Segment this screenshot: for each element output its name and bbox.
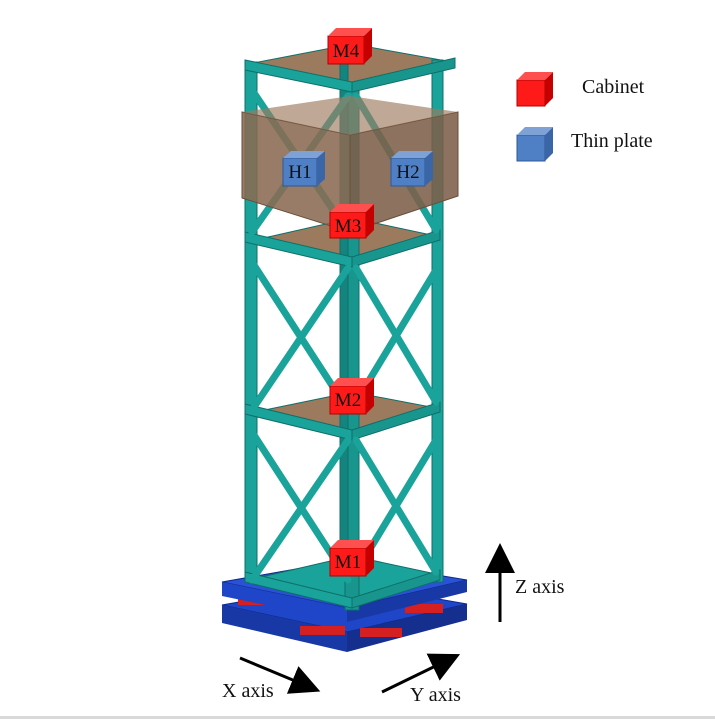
cabinet-label-m2: M2	[335, 390, 361, 411]
bottom-divider	[0, 716, 715, 719]
cabinet-m2: M2	[329, 378, 374, 415]
cabinet-m1: M1	[329, 540, 374, 577]
frame-beam	[351, 57, 456, 93]
thin-plate-h1: H1	[282, 151, 325, 187]
x-axis-arrow	[239, 656, 321, 694]
frame-beam	[351, 229, 441, 268]
cabinet-m3: M3	[329, 204, 374, 239]
isolator-bearing	[300, 626, 345, 635]
base-plate-upper-side-right	[347, 580, 467, 622]
cabinet-label-m3: M3	[335, 216, 361, 237]
y-axis-label: Y axis	[410, 684, 461, 706]
frame-beam	[351, 569, 441, 609]
frame-column	[431, 59, 444, 583]
thin-plate-label-h1: H1	[288, 162, 311, 183]
thin-plate-panel-top	[242, 96, 458, 135]
cabinet-label-m4: M4	[333, 41, 360, 62]
base-plate-lower-side-right	[347, 604, 467, 652]
steel-frame	[244, 43, 456, 611]
isolator-bearing	[360, 628, 402, 637]
cabinet-label-m1: M1	[335, 552, 361, 573]
x-axis-label: X axis	[222, 680, 274, 702]
legend-swatch-thin-plate	[516, 127, 553, 162]
axis-arrows	[239, 543, 515, 694]
legend-label-cabinet: Cabinet	[582, 76, 645, 98]
thin-plate-label-h2: H2	[396, 162, 419, 183]
z-axis-label: Z axis	[515, 576, 565, 598]
base-plate-upper-side	[222, 582, 347, 622]
cabinet-m4: M4	[327, 28, 372, 65]
mass-markers: M4 M3 M2 M1 H1	[282, 28, 433, 577]
thin-plate-h2: H2	[390, 151, 433, 187]
frame-beam	[351, 401, 441, 441]
legend-label-thin-plate: Thin plate	[571, 130, 653, 152]
y-axis-arrow	[381, 653, 461, 694]
legend-swatch-cabinet	[516, 72, 553, 107]
legend	[516, 72, 553, 162]
isolator-bearing	[405, 604, 443, 613]
base-plate-lower-side	[222, 605, 347, 652]
